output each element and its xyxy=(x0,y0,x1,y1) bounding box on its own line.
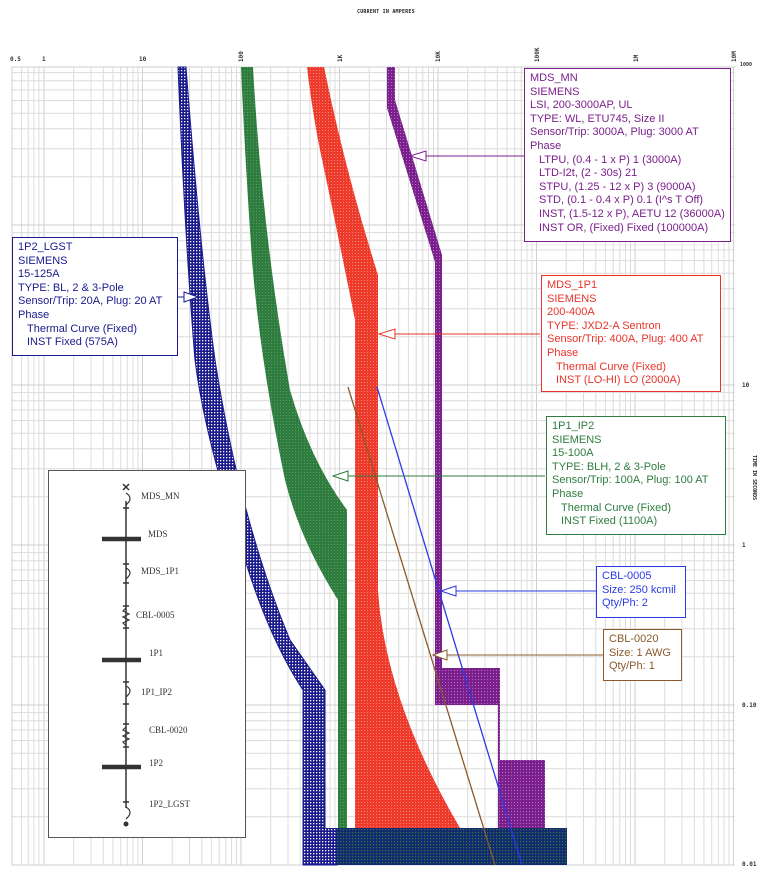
one-line-label-1p1: 1P1 xyxy=(149,648,164,658)
label-leaders xyxy=(178,150,603,661)
label-mds-1p1-sensor: Sensor/Trip: 400A, Plug: 400 AT xyxy=(547,333,704,346)
label-1p2-lgst-name: 1P2_LGST xyxy=(18,241,73,253)
y-tick-1: 1 xyxy=(742,542,746,549)
label-1p2-lgst-inst: INST Fixed (575A) xyxy=(27,336,118,349)
label-cbl-0020-qty: Qty/Ph: 1 xyxy=(609,660,655,673)
curve-mds-mn xyxy=(387,67,545,828)
curve-1p2-lgst xyxy=(177,66,338,866)
one-line-label-1p2: 1P2 xyxy=(149,758,164,768)
label-mds-mn-phase: Phase xyxy=(530,139,562,152)
curve-cbl-0005 xyxy=(376,386,523,866)
x-tick-1: 1 xyxy=(42,56,46,63)
label-1p2-lgst-type: TYPE: BL, 2 & 3-Pole xyxy=(18,281,124,294)
label-1p2-lgst-phase: Phase xyxy=(18,308,50,321)
label-mds-1p1-range: 200-400A xyxy=(547,306,595,319)
label-cbl-0020-name: CBL-0020 xyxy=(609,633,659,645)
label-cbl-0005-qty: Qty/Ph: 2 xyxy=(602,597,648,610)
label-1p1-ip2-type: TYPE: BLH, 2 & 3-Pole xyxy=(552,460,666,473)
one-line-label-mds-mn: MDS_MN xyxy=(141,491,180,501)
label-mds-mn-name: MDS_MN xyxy=(530,72,578,84)
label-1p1-ip2-name: 1P1_IP2 xyxy=(552,420,595,432)
curve-cbl-0020 xyxy=(347,386,496,866)
y-tick-0.01: 0.01 xyxy=(742,861,757,868)
label-mds-1p1-name: MDS_1P1 xyxy=(547,279,598,291)
label-1p1-ip2-inst: INST Fixed (1100A) xyxy=(561,515,658,528)
label-mds-1p1-phase: Phase xyxy=(547,346,579,359)
label-1p1-ip2-sensor: Sensor/Trip: 100A, Plug: 100 AT xyxy=(552,474,709,487)
label-cbl-0005-size: Size: 250 kcmil xyxy=(602,583,676,596)
label-1p1-ip2-range: 15-100A xyxy=(552,447,594,460)
curve-1p1-ip2 xyxy=(241,67,347,830)
label-cbl-0005: CBL-0005 Size: 250 kcmil Qty/Ph: 2 xyxy=(596,566,686,618)
one-line-label-cbl-0005: CBL-0005 xyxy=(136,610,175,620)
one-line-label-mds: MDS xyxy=(148,529,168,539)
y-tick-1000: 1000 xyxy=(740,62,753,68)
label-mds-mn-sensor: Sensor/Trip: 3000A, Plug: 3000 AT xyxy=(530,126,699,139)
label-mds-mn-range: LSI, 200-3000AP, UL xyxy=(530,99,633,112)
label-mds-mn-std: STD, (0.1 - 0.4 x P) 0.1 (I^s T Off) xyxy=(539,194,704,207)
label-mds-mn-inst-or: INST OR, (Fixed) Fixed (100000A) xyxy=(539,221,709,234)
label-mds-1p1-inst: INST (LO-HI) LO (2000A) xyxy=(556,374,681,387)
curve-mds-1p1 xyxy=(307,67,460,828)
one-line-label-mds-1p1: MDS_1P1 xyxy=(141,566,180,576)
label-1p1-ip2-phase: Phase xyxy=(552,487,584,500)
label-cbl-0020: CBL-0020 Size: 1 AWG Qty/Ph: 1 xyxy=(603,629,682,681)
one-line-label-1p2-lgst: 1P2_LGST xyxy=(149,799,191,809)
label-mds-1p1-mfr: SIEMENS xyxy=(547,292,597,305)
label-1p2-lgst: 1P2_LGST SIEMENS 15-125A TYPE: BL, 2 & 3… xyxy=(12,237,178,356)
curve-instantaneous-block xyxy=(303,828,567,865)
y-tick-0.10: 0.10 xyxy=(742,702,757,709)
x-tick-0.5: 0.5 xyxy=(10,56,21,63)
label-mds-mn-ltd: LTD-I2t, (2 - 30s) 21 xyxy=(539,167,638,180)
label-mds-mn-type: TYPE: WL, ETU745, Size II xyxy=(530,112,665,125)
label-mds-1p1-type: TYPE: JXD2-A Sentron xyxy=(547,319,661,332)
one-line-label-1p1-ip2: 1P1_IP2 xyxy=(141,687,173,697)
label-1p2-lgst-sensor: Sensor/Trip: 20A, Plug: 20 AT xyxy=(18,295,163,308)
label-cbl-0005-name: CBL-0005 xyxy=(602,570,652,582)
label-1p1-ip2-mfr: SIEMENS xyxy=(552,433,602,446)
label-1p1-ip2-thermal: Thermal Curve (Fixed) xyxy=(561,501,672,514)
x-tick-10: 10 xyxy=(139,56,147,63)
y-tick-10: 10 xyxy=(742,382,750,389)
label-mds-mn-mfr: SIEMENS xyxy=(530,85,580,98)
one-line-label-cbl-0020: CBL-0020 xyxy=(149,725,188,735)
label-mds-mn-inst: INST, (1.5-12 x P), AETU 12 (36000A) xyxy=(539,207,725,220)
x-axis-title: CURRENT IN AMPERES xyxy=(357,9,415,15)
label-mds-mn-ltpu: LTPU, (0.4 - 1 x P) 1 (3000A) xyxy=(539,153,682,166)
one-line-svg xyxy=(102,483,141,827)
label-1p2-lgst-thermal: Thermal Curve (Fixed) xyxy=(27,322,138,335)
label-cbl-0020-size: Size: 1 AWG xyxy=(609,646,671,659)
label-1p2-lgst-range: 15-125A xyxy=(18,268,60,281)
one-line-diagram: MDS_MN MDS MDS_1P1 CBL-0005 1P1 1P1_IP2 … xyxy=(48,470,246,838)
label-mds-1p1-thermal: Thermal Curve (Fixed) xyxy=(556,360,667,373)
label-mds-mn-stpu: STPU, (1.25 - 12 x P) 3 (9000A) xyxy=(539,180,696,193)
label-mds-1p1: MDS_1P1 SIEMENS 200-400A TYPE: JXD2-A Se… xyxy=(541,275,721,392)
label-1p2-lgst-mfr: SIEMENS xyxy=(18,254,68,267)
label-mds-mn: MDS_MN SIEMENS LSI, 200-3000AP, UL TYPE:… xyxy=(524,68,731,242)
label-1p1-ip2: 1P1_IP2 SIEMENS 15-100A TYPE: BLH, 2 & 3… xyxy=(546,416,726,535)
